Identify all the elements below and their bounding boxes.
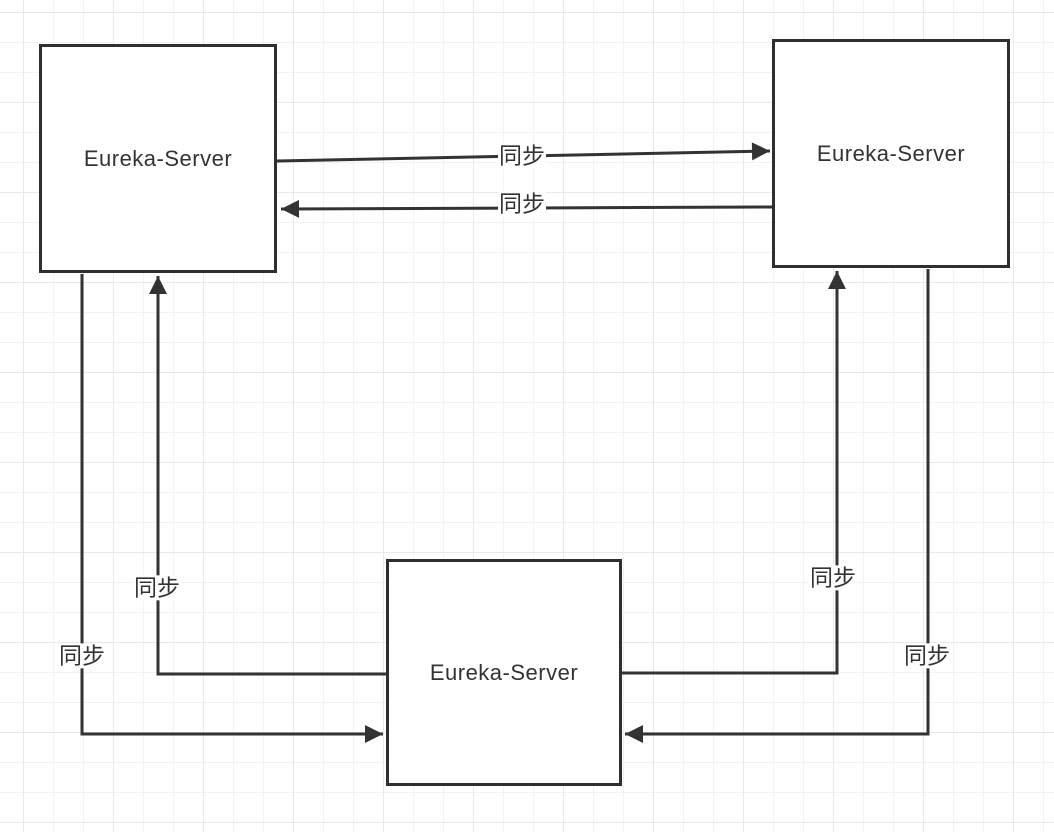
node-label: Eureka-Server <box>83 145 233 171</box>
edge-line-topright-to-bottom <box>625 269 930 743</box>
node-eureka-server-top-right: Eureka-Server <box>772 39 1010 268</box>
node-label: Eureka-Server <box>816 140 966 166</box>
edge-label-sync-bottom-to-topleft: 同步 <box>133 574 181 601</box>
edge-label-sync-bottom-to-topright: 同步 <box>809 564 857 591</box>
node-eureka-server-top-left: Eureka-Server <box>39 44 277 273</box>
edge-label-sync-topright-to-topleft: 同步 <box>498 190 546 217</box>
node-label: Eureka-Server <box>429 659 579 685</box>
edge-label-sync-topleft-to-topright: 同步 <box>498 142 546 169</box>
edge-line-bottom-to-topleft <box>149 276 387 676</box>
edge-label-sync-topleft-to-bottom: 同步 <box>58 642 106 669</box>
edge-line-topleft-to-bottom <box>80 274 383 743</box>
edge-label-sync-topright-to-bottom: 同步 <box>903 642 951 669</box>
edge-line-bottom-to-topright <box>622 271 846 675</box>
node-eureka-server-bottom: Eureka-Server <box>386 559 622 786</box>
